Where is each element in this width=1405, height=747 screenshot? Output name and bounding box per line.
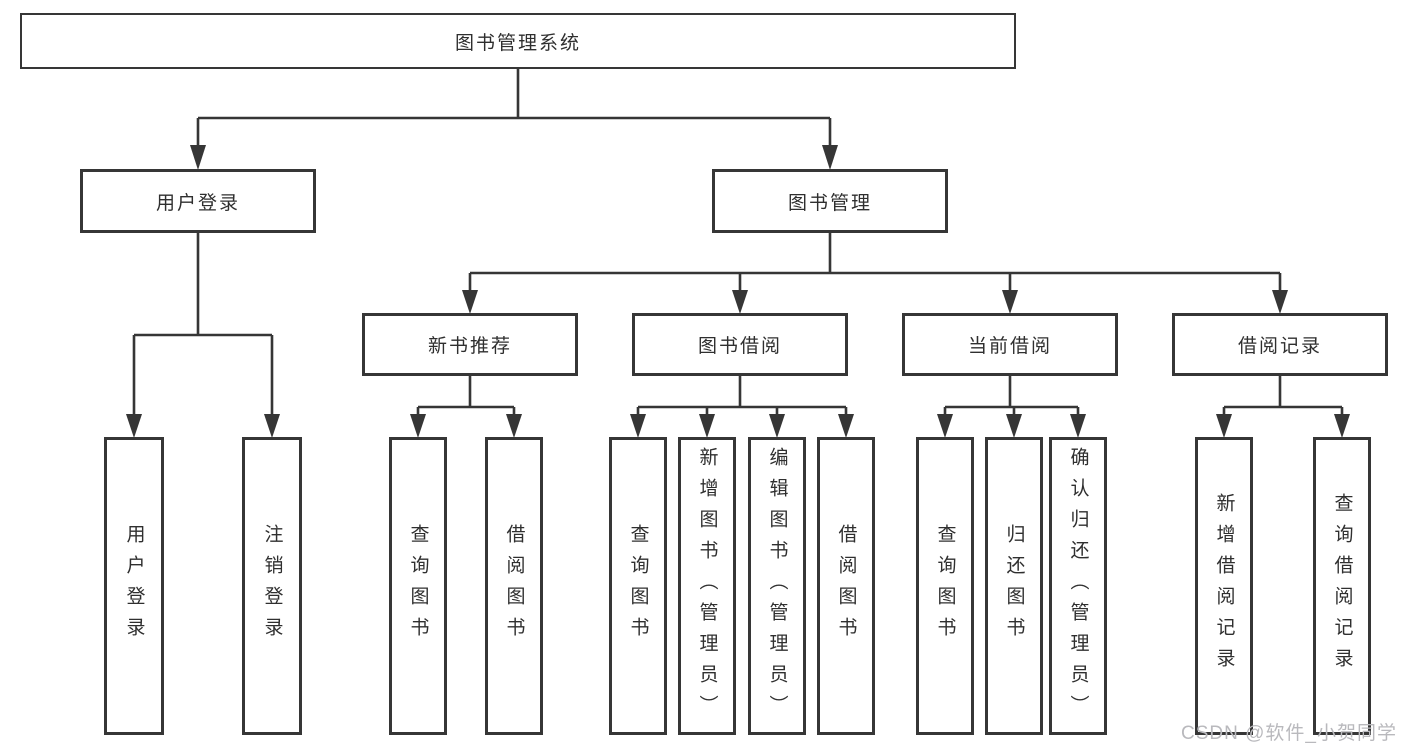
connector-new-book-recommend-to-leaves [410,376,522,438]
connector-book-management-to-level3 [462,233,1288,314]
node-book-borrowing: 图书借阅 [632,313,848,376]
leaf-borrow-book: 借阅图书 [817,437,875,735]
leaf-return-book: 归还图书 [985,437,1043,735]
arrowhead [937,414,953,438]
node-book-management: 图书管理 [712,169,948,233]
leaf-logout: 注销登录 [242,437,302,735]
leaf-query-book-borrowing-label: 查询图书 [627,524,649,648]
arrowhead [1272,290,1288,314]
leaf-edit-book-admin: 编辑图书（管理员） [748,437,806,735]
leaf-query-book-recommend: 查询图书 [389,437,447,735]
leaf-confirm-return-admin-label: 确认归还（管理员） [1067,446,1089,726]
connector-root-to-level2 [190,69,838,170]
leaf-add-borrow-record: 新增借阅记录 [1195,437,1253,735]
leaf-query-book-recommend-label: 查询图书 [407,524,429,648]
arrowhead [190,145,206,170]
leaf-add-book-admin: 新增图书（管理员） [678,437,736,735]
leaf-borrow-book-label: 借阅图书 [835,524,857,648]
leaf-query-book-current-label: 查询图书 [934,524,956,648]
arrowhead [838,414,854,438]
node-book-borrowing-label: 图书借阅 [697,336,782,357]
arrowhead [264,414,280,438]
leaf-add-book-admin-label: 新增图书（管理员） [696,446,718,726]
node-book-management-label: 图书管理 [787,192,872,214]
arrowhead [630,414,646,438]
arrowhead [769,414,785,438]
node-root: 图书管理系统 [20,13,1016,69]
arrowhead [462,290,478,314]
node-borrowing-records: 借阅记录 [1172,313,1388,376]
connector-user-login-to-leaves [126,233,280,438]
leaf-borrow-book-recommend: 借阅图书 [485,437,543,735]
node-current-borrowing-label: 当前借阅 [967,336,1052,357]
connector-borrowing-records-to-leaves [1216,376,1350,438]
arrowhead [822,145,838,170]
connector-current-borrowing-to-leaves [937,376,1086,438]
arrowhead [1070,414,1086,438]
arrowhead [699,414,715,438]
leaf-query-book-current: 查询图书 [916,437,974,735]
node-root-label: 图书管理系统 [454,32,581,54]
arrowhead [1002,290,1018,314]
arrowhead [410,414,426,438]
leaf-query-book-borrowing: 查询图书 [609,437,667,735]
leaf-edit-book-admin-label: 编辑图书（管理员） [766,446,788,726]
node-current-borrowing: 当前借阅 [902,313,1118,376]
arrowhead [506,414,522,438]
arrowhead [126,414,142,438]
leaf-logout-label: 注销登录 [261,524,283,648]
leaf-borrow-book-recommend-label: 借阅图书 [503,524,525,648]
node-new-book-recommend: 新书推荐 [362,313,578,376]
connector-book-borrowing-to-leaves [630,376,854,438]
leaf-query-borrow-record: 查询借阅记录 [1313,437,1371,735]
arrowhead [732,290,748,314]
node-new-book-recommend-label: 新书推荐 [427,336,512,357]
csdn-watermark: CSDN @软件_小贺同学 [1181,723,1397,744]
arrowhead [1334,414,1350,438]
arrowhead [1216,414,1232,438]
node-user-login-label: 用户登录 [155,192,240,214]
arrowhead [1006,414,1022,438]
leaf-return-book-label: 归还图书 [1003,524,1025,648]
leaf-user-login: 用户登录 [104,437,164,735]
leaf-query-borrow-record-label: 查询借阅记录 [1331,493,1353,679]
node-user-login: 用户登录 [80,169,316,233]
node-borrowing-records-label: 借阅记录 [1237,336,1322,357]
leaf-user-login-label: 用户登录 [123,524,145,648]
leaf-confirm-return-admin: 确认归还（管理员） [1049,437,1107,735]
leaf-add-borrow-record-label: 新增借阅记录 [1213,493,1235,679]
